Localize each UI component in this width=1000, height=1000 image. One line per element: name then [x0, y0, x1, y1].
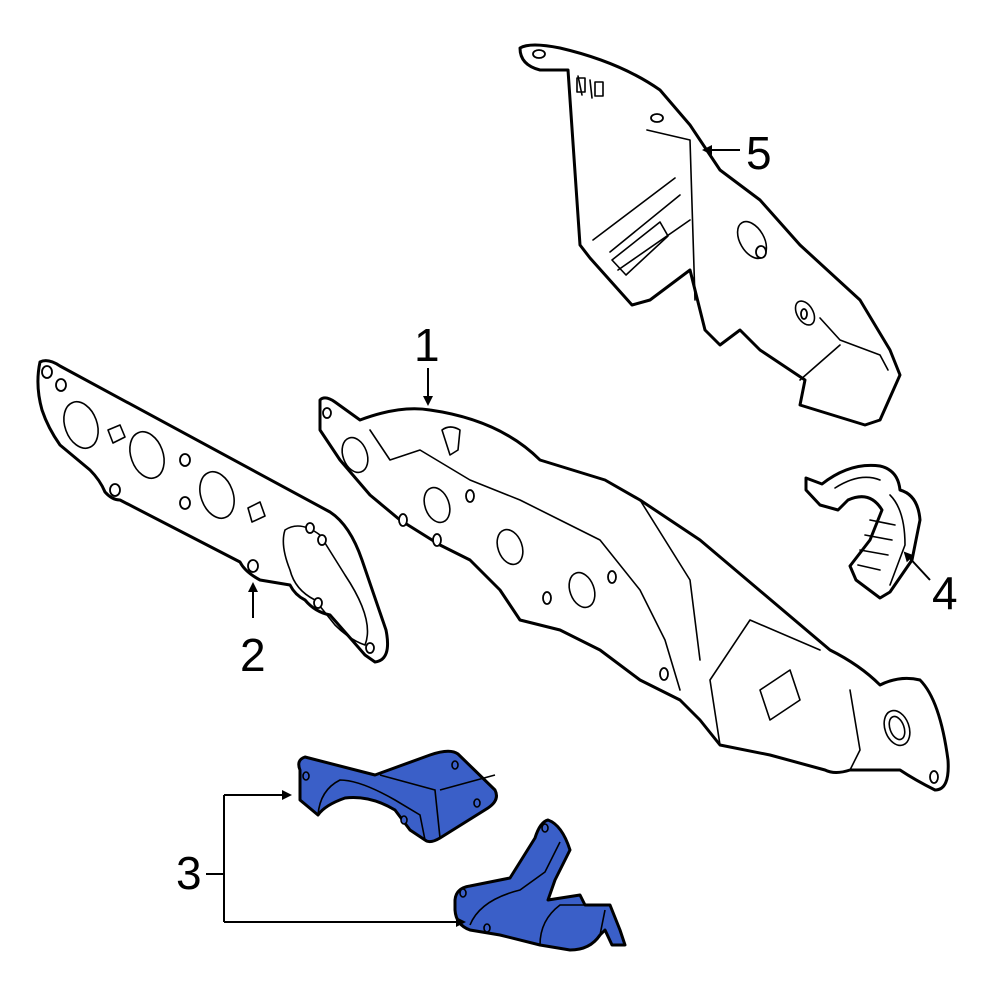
callout-label-2: 2 [240, 629, 266, 681]
callout-label-5: 5 [746, 127, 772, 179]
callout-label-1: 1 [414, 319, 440, 371]
exhaust-manifold-catalytic-converter[interactable] [318, 396, 950, 792]
small-heat-shield[interactable] [804, 463, 922, 600]
manifold-gasket[interactable] [36, 359, 390, 664]
callout-label-4: 4 [932, 567, 958, 619]
support-bracket-lower[interactable] [453, 818, 627, 952]
upper-heat-shield[interactable] [518, 43, 902, 427]
callout-label-3: 3 [176, 847, 202, 899]
support-bracket-upper[interactable] [297, 749, 498, 844]
